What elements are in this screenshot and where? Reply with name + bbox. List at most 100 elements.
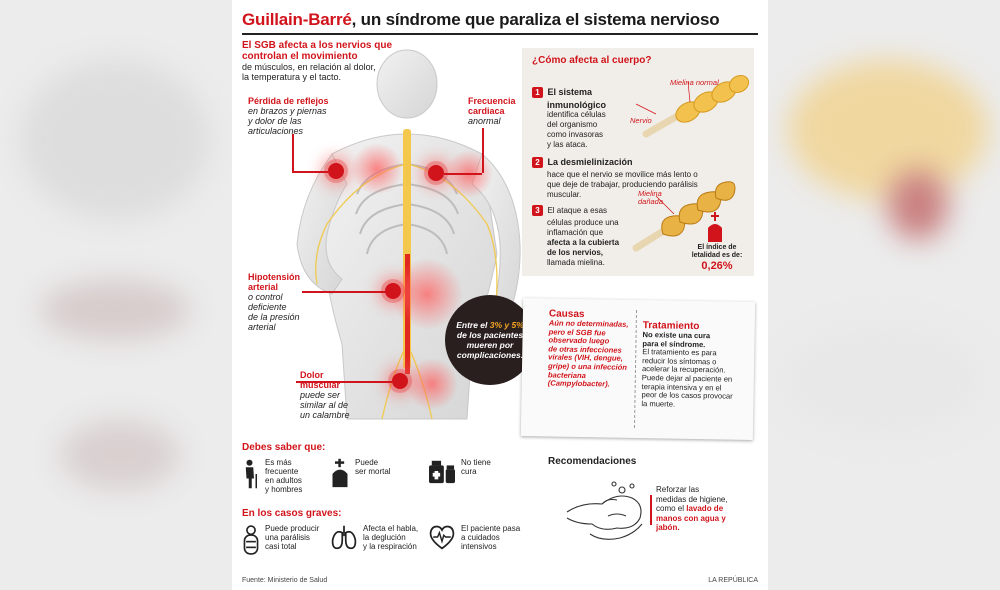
heart-rate-marker [428, 165, 444, 181]
severe-case-item-line: Afecta el habla, [363, 524, 419, 533]
causes-treatment-note: Causas Aún no determinadas,pero el SGB f… [520, 297, 756, 441]
symptom-heart-title: Frecuencia [468, 96, 516, 106]
reflexes-connector [292, 134, 294, 172]
symptom-pain-line: un calambre [300, 410, 350, 420]
blurred-background-right [768, 0, 1000, 590]
treatment-line: la muerte. [641, 398, 676, 409]
badge-text: de los pacientes [456, 330, 524, 340]
recommendation-line: como el [656, 504, 687, 513]
must-know-heading: Debes saber que: [242, 442, 326, 453]
step-2-line: que deje de trabajar, produciendo paráli… [547, 180, 698, 189]
lethality-value: 0,26% [701, 260, 733, 272]
step-2-line: muscular. [547, 190, 582, 199]
must-know-item-line: Puede [355, 458, 379, 467]
title-divider [242, 33, 758, 35]
step-3-bold: de los nervios, [547, 248, 604, 257]
severe-case-item-line: una parálisis [265, 533, 310, 542]
must-know-item-line: y hombres [265, 485, 303, 494]
step-3-line: El ataque a esas [547, 206, 608, 215]
reflexes-connector-h [292, 171, 328, 173]
step-1-bold: El sistema [547, 87, 592, 97]
severe-case-item-line: El paciente pasa [461, 524, 521, 533]
symptom-pain-line: similar al de [300, 400, 349, 410]
label-nerve: Nervio [630, 116, 652, 125]
symptom-pain-line: puede ser [300, 390, 341, 400]
symptom-reflexes-line: en brazos y piernas [248, 106, 327, 116]
how-it-affects-panel: ¿Cómo afecta al cuerpo? 1 El sistema inm… [522, 48, 754, 276]
symptom-reflexes-title: Pérdida de reflejos [248, 96, 329, 106]
symptom-hypotension-line: de la presión [248, 312, 300, 322]
hypotension-marker [385, 283, 401, 299]
intro-line-4: la temperatura y el tacto. [242, 72, 342, 82]
must-know-item-line: cura [461, 467, 477, 476]
symptom-hypotension-line: arterial [248, 322, 276, 332]
symptom-reflexes-line: y dolor de las [248, 116, 302, 126]
must-know-item-line: Es más [265, 458, 292, 467]
reflexes-marker [328, 163, 344, 179]
must-know-item-line: frecuente [265, 467, 299, 476]
heart-connector-h [444, 173, 482, 175]
symptom-pain-title: Dolor [300, 370, 324, 380]
panel-heading: ¿Cómo afecta al cuerpo? [532, 55, 652, 66]
step-number: 1 [532, 87, 543, 98]
step-1-line: como invasoras [547, 130, 604, 139]
blurred-background-left [0, 0, 232, 590]
source-credit: Fuente: Ministerio de Salud [242, 577, 328, 584]
symptom-heart-rate: Frecuencia cardiaca anormal [468, 96, 528, 126]
symptom-hypotension-title: Hipotensión [248, 272, 300, 282]
severe-case-item-line: intensivos [461, 542, 497, 551]
title-rest: , un síndrome que paraliza el sistema ne… [351, 10, 720, 29]
step-3-line: células produce una [547, 218, 619, 227]
step-number: 3 [532, 205, 543, 216]
lethality-index: El índice de letalidad es de: 0,26% [682, 244, 752, 272]
tombstone-icon [708, 212, 722, 242]
lethality-label: letalidad es de: [691, 252, 743, 259]
step-3: 3 El ataque a esas células produce una i… [532, 200, 632, 268]
causes-line: (Campylobacter). [547, 378, 610, 389]
recommendation-accent-bar [650, 495, 652, 525]
recommendation-line: medidas de higiene, [656, 494, 728, 504]
recommendation-highlight: manos con agua y [656, 513, 726, 523]
step-1-line: del organismo [547, 120, 598, 129]
step-3-line: llamada mielina. [547, 258, 605, 267]
symptom-heart-title: cardiaca [468, 106, 505, 116]
intro-line-3: de músculos, en relación al dolor, [242, 62, 376, 72]
symptom-hypotension-line: deficiente [248, 302, 287, 312]
step-1-line: identifica células [547, 110, 606, 119]
infographic: Guillain-Barré, un síndrome que paraliza… [232, 0, 768, 590]
muscle-pain-marker [392, 373, 408, 389]
symptom-muscle-pain: Dolor muscular puede ser similar al de u… [300, 370, 380, 420]
severe-cases-heading: En los casos graves: [242, 508, 342, 519]
severe-case-item-line: la deglución [363, 533, 406, 542]
wrapped-patient-icon [242, 524, 260, 561]
lungs-icon [330, 524, 358, 555]
step-2-bold: La desmielinización [547, 157, 633, 167]
intro-heading-2: controlan el movimiento [242, 51, 358, 62]
medicine-icon [428, 458, 456, 489]
recommendation-line: Reforzar las [656, 485, 700, 494]
symptom-hypotension: Hipotensión arterial o control deficient… [248, 272, 328, 332]
must-know-item-line: ser mortal [355, 467, 391, 476]
severe-case-item-line: Puede producir [265, 524, 320, 533]
publisher-brand: LA REPÚBLICA [708, 577, 758, 584]
badge-text: mueren por [466, 340, 514, 350]
step-3-bold: afecta a la cubierta [547, 238, 620, 247]
step-2: 2 La desmielinización hace que el nervio… [532, 152, 750, 200]
tombstone-icon [330, 458, 350, 493]
recommendation-text: Reforzar las medidas de higiene, como el… [656, 485, 756, 533]
elderly-person-icon [242, 458, 260, 495]
symptom-reflexes: Pérdida de reflejos en brazos y piernas … [248, 96, 358, 136]
symptom-heart-line: anormal [468, 116, 501, 126]
label-damaged-line: Mielina [638, 189, 662, 198]
mortality-badge: Entre el 3% y 5% de los pacientes mueren… [445, 295, 535, 385]
label-damaged-myelin: Mielina dañada [638, 190, 663, 206]
intro-heading-1: El SGB afecta a los nervios que [242, 40, 393, 51]
